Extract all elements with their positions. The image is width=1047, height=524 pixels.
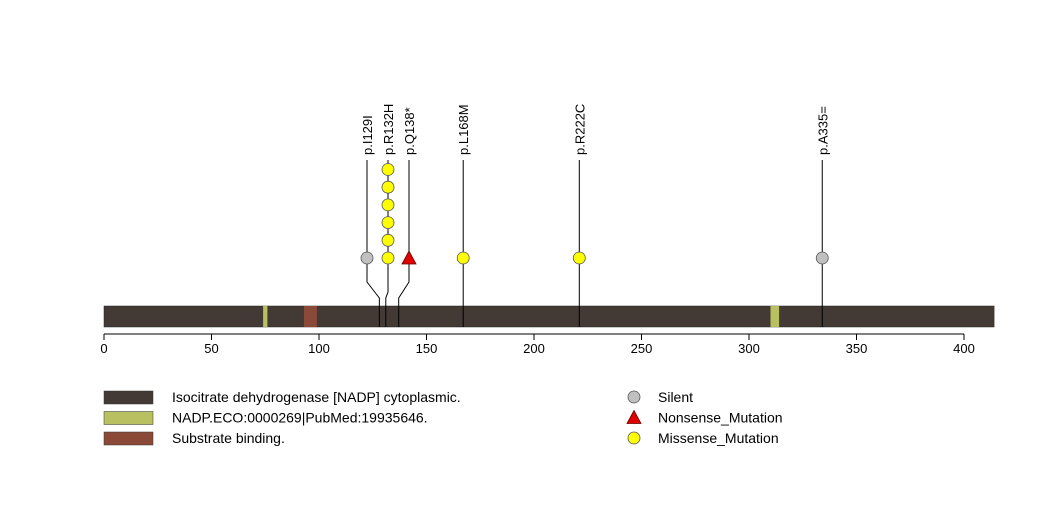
- mutation-label: p.Q138*: [402, 107, 417, 155]
- mutation-marker: [381, 180, 395, 194]
- domain-legend-label: NADP.ECO:0000269|PubMed:19935646.: [172, 410, 428, 426]
- mutation-marker: [360, 251, 374, 265]
- domain-0: [103, 305, 995, 328]
- mutation-stick: [385, 258, 389, 327]
- mutation-marker: [381, 233, 395, 247]
- mutation-p.I129I: p.I129I: [360, 115, 380, 327]
- x-tick-label: 250: [631, 341, 653, 356]
- mutation-p.R222C: p.R222C: [572, 104, 587, 327]
- domain-3: [770, 306, 780, 327]
- domain-legend-swatch: [103, 431, 154, 446]
- mutation-marker: [815, 251, 829, 265]
- x-tick-label: 0: [100, 341, 107, 356]
- x-tick-label: 400: [953, 341, 975, 356]
- mutation-p.A335=: p.A335=: [815, 106, 830, 327]
- mutation-stick: [398, 258, 410, 327]
- mutation-label: p.R132H: [381, 104, 396, 155]
- mutation-legend-icon: [627, 431, 641, 445]
- domain-legend-swatch: [103, 390, 154, 405]
- mutation-marker: [381, 251, 395, 265]
- x-tick-label: 300: [738, 341, 760, 356]
- mutation-p.Q138*: p.Q138*: [398, 107, 417, 327]
- mutation-marker: [381, 163, 395, 176]
- mutation-p.R132H: p.R132H: [381, 104, 396, 327]
- mutation-marker: [381, 198, 395, 212]
- x-tick-label: 100: [308, 341, 330, 356]
- mutation-marker: [572, 251, 586, 265]
- mutation-label: p.R222C: [572, 104, 587, 155]
- mutation-marker: [456, 251, 470, 265]
- mutation-stick: [366, 258, 380, 327]
- domain-1: [263, 306, 268, 327]
- x-tick-label: 150: [416, 341, 438, 356]
- domain-2: [303, 306, 317, 327]
- mutation-marker: [401, 250, 417, 265]
- mutation-marker: [381, 216, 395, 230]
- mutation-legend-label: Missense_Mutation: [658, 430, 779, 446]
- mutation-label: p.I129I: [360, 115, 375, 155]
- mutation-label: p.A335=: [815, 106, 830, 155]
- mutation-p.L168M: p.L168M: [456, 104, 471, 327]
- mutation-legend-icon: [627, 390, 641, 404]
- mutation-legend-label: Nonsense_Mutation: [658, 410, 783, 426]
- x-tick-label: 200: [523, 341, 545, 356]
- mutation-legend-label: Silent: [658, 389, 693, 405]
- x-tick-label: 350: [846, 341, 868, 356]
- mutation-legend-icon: [626, 409, 642, 424]
- domain-legend-swatch: [103, 411, 154, 425]
- domain-legend-label: Isocitrate dehydrogenase [NADP] cytoplas…: [172, 389, 461, 405]
- mutation-label: p.L168M: [456, 104, 471, 155]
- x-tick-label: 50: [204, 341, 218, 356]
- domain-legend-label: Substrate binding.: [172, 430, 285, 446]
